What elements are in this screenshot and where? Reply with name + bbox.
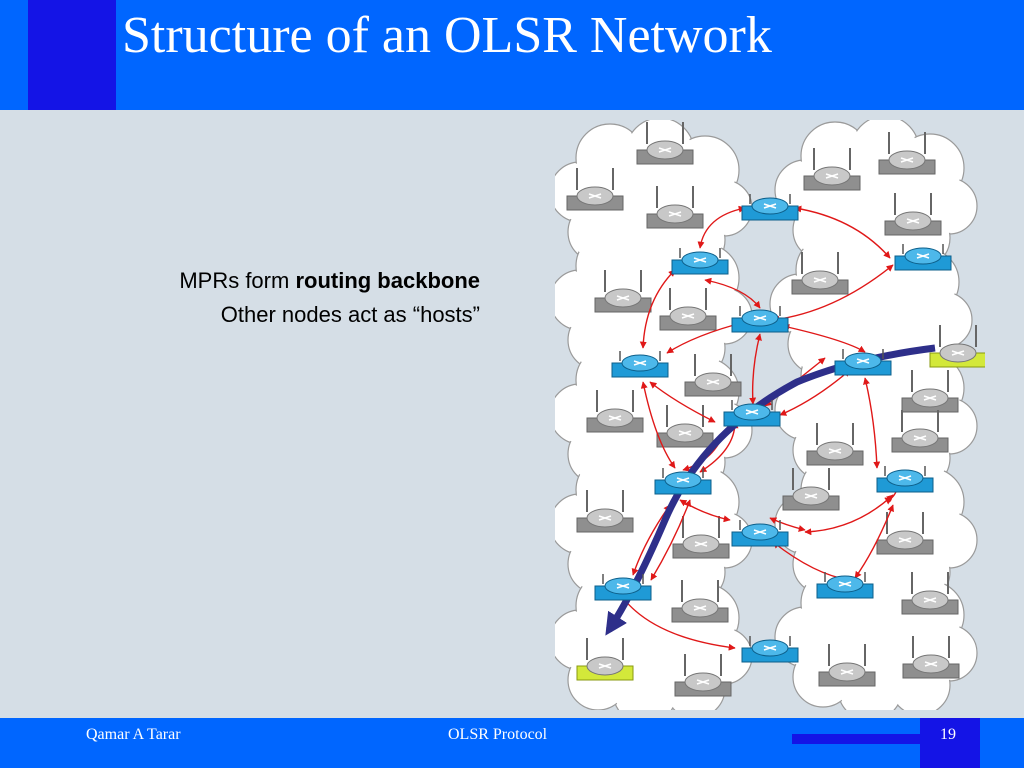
blue-router-icon bbox=[731, 519, 789, 547]
page-number: 19 bbox=[940, 726, 956, 743]
blue-router-icon bbox=[594, 573, 652, 601]
title-accent-block bbox=[28, 0, 116, 110]
blue-router-icon bbox=[671, 247, 729, 275]
blue-router-icon bbox=[654, 467, 712, 495]
blue-router-icon bbox=[741, 193, 799, 221]
body-line-1-text: MPRs form bbox=[179, 268, 296, 293]
blue-router-icon bbox=[611, 350, 669, 378]
slide-title: Structure of an OLSR Network bbox=[122, 7, 772, 64]
title-bar: Structure of an OLSR Network bbox=[0, 0, 1024, 110]
blue-router-icon bbox=[894, 243, 952, 271]
blue-router-icon bbox=[834, 348, 892, 376]
blue-router-icon bbox=[876, 465, 934, 493]
body-line-2: Other nodes act as “hosts” bbox=[220, 302, 480, 327]
blue-router-icon bbox=[723, 399, 781, 427]
blue-router-icon bbox=[731, 305, 789, 333]
footer-center-title: OLSR Protocol bbox=[448, 726, 548, 743]
footer-author: Qamar A Tarar bbox=[86, 726, 181, 743]
blue-router-icon bbox=[816, 571, 874, 599]
blue-router-icon bbox=[741, 635, 799, 663]
footer-stripe bbox=[792, 734, 920, 744]
olsr-network-diagram bbox=[555, 120, 985, 710]
body-line-1-bold: routing backbone bbox=[295, 268, 480, 293]
body-line-1: MPRs form routing backbone bbox=[60, 264, 480, 298]
slide-body: MPRs form routing backbone Other nodes a… bbox=[60, 264, 480, 332]
footer-page-box: 19 bbox=[920, 718, 980, 768]
footer-bar: Qamar A Tarar OLSR Protocol 19 bbox=[0, 718, 1024, 768]
mpr-links bbox=[622, 205, 906, 651]
